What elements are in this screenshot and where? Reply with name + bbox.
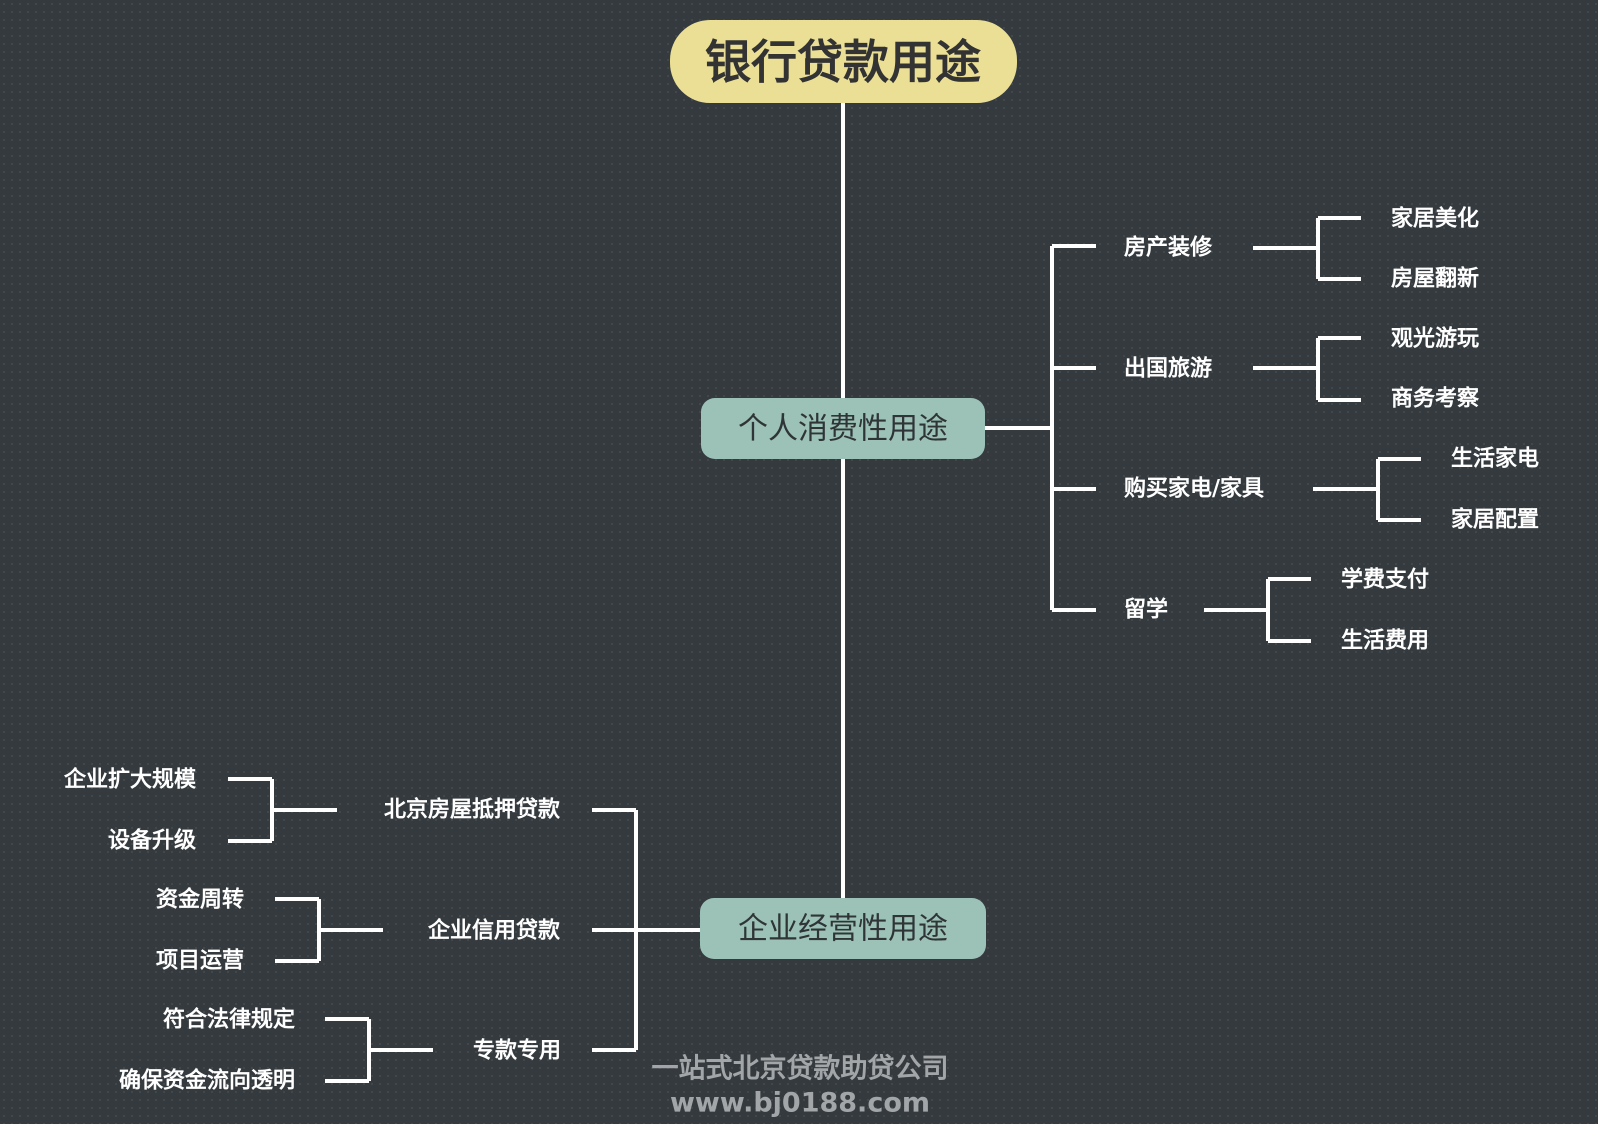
connector-sub-dedicated [325, 1017, 433, 1083]
leaf-legal-compliance[interactable]: 符合法律规定 [163, 1007, 295, 1033]
branch-personal-label: 个人消费性用途 [738, 412, 948, 447]
connector-sub-study [1204, 577, 1311, 643]
watermark: 一站式北京贷款助贷公司 www.bj0188.com [652, 1053, 949, 1119]
leaf-expand-scale[interactable]: 企业扩大规模 [63, 767, 197, 793]
subtopic-dedicated-use[interactable]: 专款专用 [473, 1038, 561, 1064]
leaf-capital-turnover[interactable]: 资金周转 [156, 887, 244, 913]
connector-sub-travel [1253, 336, 1361, 402]
leaf-home-appliances[interactable]: 生活家电 [1451, 446, 1539, 472]
connector-sub-credit [275, 897, 383, 963]
leaf-house-renovation[interactable]: 房屋翻新 [1391, 266, 1479, 292]
leaf-living-expenses[interactable]: 生活费用 [1341, 629, 1429, 654]
leaf-home-beautify[interactable]: 家居美化 [1391, 206, 1479, 232]
leaf-home-furnishing[interactable]: 家居配置 [1451, 507, 1539, 533]
connector-sub-decoration [1253, 216, 1361, 281]
connector-sub-mortgage [228, 777, 337, 843]
root-topic-label: 银行贷款用途 [705, 35, 981, 89]
subtopic-decoration[interactable]: 房产装修 [1124, 235, 1213, 261]
leaf-sightseeing[interactable]: 观光游玩 [1391, 326, 1479, 352]
leaf-business-inspection[interactable]: 商务考察 [1391, 386, 1480, 412]
connector-personal-bracket [985, 244, 1096, 612]
connector-business-bracket [592, 808, 700, 1052]
subtopic-study-abroad[interactable]: 留学 [1124, 597, 1168, 623]
branch-personal-box [701, 398, 985, 459]
leaf-equipment-upgrade[interactable]: 设备升级 [108, 828, 196, 854]
watermark-url: www.bj0188.com [670, 1088, 930, 1119]
connector-sub-appliance [1313, 457, 1421, 522]
subtopic-enterprise-credit-loan[interactable]: 企业信用贷款 [427, 918, 561, 944]
root-topic[interactable]: 银行贷款用途 [670, 20, 1017, 103]
branch-business-box [700, 898, 986, 959]
subtopic-beijing-mortgage-loan[interactable]: 北京房屋抵押贷款 [384, 797, 561, 823]
watermark-company: 一站式北京贷款助贷公司 [652, 1053, 949, 1085]
branch-business-label: 企业经营性用途 [738, 912, 948, 947]
subtopic-overseas-travel[interactable]: 出国旅游 [1124, 356, 1212, 382]
branch-business-operation[interactable]: 企业经营性用途 [700, 898, 986, 959]
leaf-project-operation[interactable]: 项目运营 [156, 949, 244, 974]
connectors [228, 100, 1421, 1083]
subtopic-appliance-furniture[interactable]: 购买家电/家具 [1124, 476, 1264, 502]
leaf-tuition-payment[interactable]: 学费支付 [1341, 567, 1429, 593]
branch-personal-consumption[interactable]: 个人消费性用途 [701, 398, 985, 459]
leaf-transparent-fund-flow[interactable]: 确保资金流向透明 [119, 1068, 295, 1094]
root-topic-box [670, 20, 1017, 103]
